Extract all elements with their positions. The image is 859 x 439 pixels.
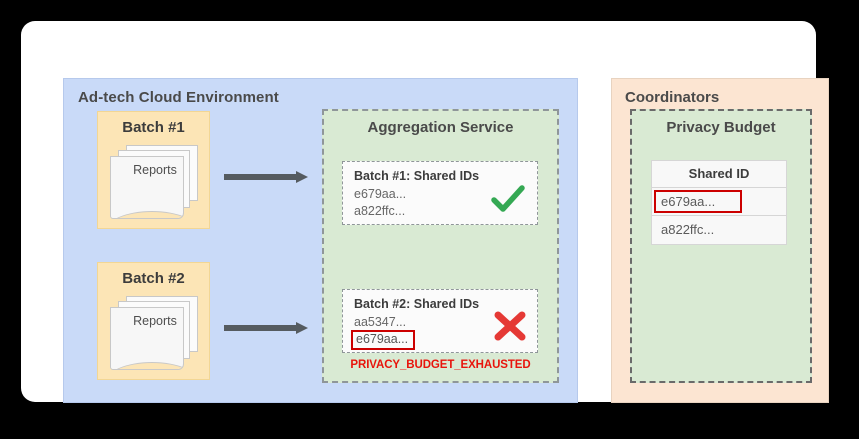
shared-id-table: Shared ID e679aa... a822ffc... [651,160,787,245]
batch-1-label: Batch #1 [122,119,185,136]
batch-2-shared-ids-box: Batch #2: Shared IDs aa5347... e679aa... [342,289,538,353]
arrow-head [296,322,308,334]
aggregation-service-panel: Aggregation Service Batch #1: Shared IDs… [322,109,559,383]
report-page-front [110,156,184,219]
batch-2-reports-stack: Reports [110,296,200,370]
batch-1-reports-label: Reports [133,163,177,177]
batch-2-label: Batch #2 [122,270,185,287]
batch-2-shared-id-1-highlighted: e679aa... [351,330,416,350]
batch-2-box: Batch #2 Reports [97,262,210,380]
batch-1-box: Batch #1 Reports [97,111,210,229]
batch-1-shared-ids-title: Batch #1: Shared IDs [354,169,480,183]
diagram-card: Ad-tech Cloud Environment Batch #1 Repor… [21,21,829,403]
arrow-shaft [224,174,296,180]
arrow-head [296,171,308,183]
privacy-budget-title: Privacy Budget [666,119,776,136]
privacy-budget-exhausted-error: PRIVACY_BUDGET_EXHAUSTED [350,359,531,371]
batch-2-shared-id-0: aa5347... [354,315,407,329]
report-page-front [110,307,184,370]
arrow-shaft [224,325,296,331]
adtech-panel-title: Ad-tech Cloud Environment [78,89,279,106]
aggregation-service-title: Aggregation Service [367,119,514,136]
batch-2-shared-ids-title: Batch #2: Shared IDs [354,297,480,311]
batch-1-shared-ids-box: Batch #1: Shared IDs e679aa... a822ffc..… [342,161,538,225]
batch-1-shared-id-0: e679aa... [354,187,407,201]
check-icon [491,185,525,212]
batch-1-shared-id-1: a822ffc... [354,204,406,218]
arrow-batch-2-to-aggregation-icon [224,322,308,334]
coordinators-title: Coordinators [625,89,720,106]
privacy-budget-panel: Privacy Budget [630,109,812,383]
batch-2-reports-label: Reports [133,314,177,328]
table-row: a822ffc... [652,216,786,244]
arrow-batch-1-to-aggregation-icon [224,171,308,183]
shared-id-table-header: Shared ID [652,161,786,188]
table-row: e679aa... [652,188,786,216]
cross-icon [494,311,526,341]
batch-1-reports-stack: Reports [110,145,200,219]
